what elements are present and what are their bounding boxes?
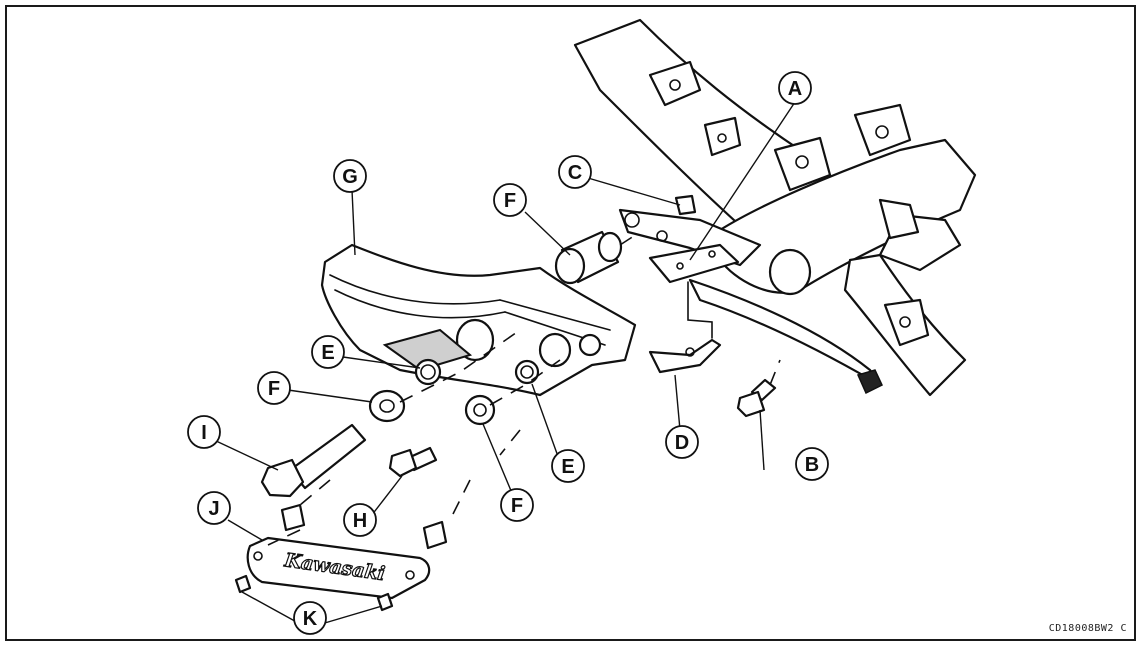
callout-b: B bbox=[795, 447, 829, 481]
callout-a: A bbox=[778, 71, 812, 105]
svg-text:F: F bbox=[268, 378, 280, 400]
svg-text:G: G bbox=[342, 166, 358, 188]
svg-text:F: F bbox=[511, 495, 523, 517]
bolt-c bbox=[674, 194, 697, 216]
svg-text:E: E bbox=[321, 342, 334, 364]
tube-end bbox=[768, 248, 812, 296]
plate-body bbox=[246, 536, 431, 600]
bolt-head bbox=[260, 458, 305, 498]
assembly-line-2 bbox=[489, 359, 561, 406]
collar-f-right bbox=[464, 394, 496, 426]
bracket-hole-1 bbox=[455, 318, 495, 362]
mount-bracket-assembly bbox=[618, 194, 762, 374]
callout-e-left: E bbox=[311, 335, 345, 369]
assembly-line-6 bbox=[769, 359, 781, 386]
bracket-hole-2 bbox=[538, 332, 572, 368]
collar-f-left bbox=[368, 389, 406, 423]
callout-j: J bbox=[197, 491, 231, 525]
frame-bracket-1 bbox=[648, 60, 702, 107]
frame-bolt bbox=[856, 369, 883, 395]
assembly-line-7 bbox=[619, 231, 641, 246]
svg-text:A: A bbox=[788, 78, 802, 100]
svg-text:D: D bbox=[675, 432, 689, 454]
figure-code: CD18008BW2 C bbox=[1048, 623, 1127, 634]
callout-c: C bbox=[558, 155, 592, 189]
bushing-1 bbox=[280, 503, 306, 532]
svg-text:E: E bbox=[561, 456, 574, 478]
o-ring-e-1 bbox=[414, 358, 442, 386]
svg-text:I: I bbox=[201, 422, 207, 444]
callout-i: I bbox=[187, 415, 221, 449]
screw-k-1 bbox=[234, 574, 252, 594]
spacer-f-top bbox=[554, 230, 623, 285]
callout-g: G bbox=[333, 159, 367, 193]
plate-a bbox=[648, 243, 740, 284]
assembly-line-5 bbox=[499, 429, 521, 456]
bracket-hole-3 bbox=[578, 333, 602, 357]
assembly-line-3 bbox=[299, 479, 331, 506]
frame-bracket-2 bbox=[703, 116, 742, 157]
callout-f-left: F bbox=[257, 371, 291, 405]
callout-k: K bbox=[293, 601, 327, 635]
svg-text:C: C bbox=[568, 162, 582, 184]
assembly-line-8 bbox=[267, 529, 301, 546]
svg-text:F: F bbox=[504, 190, 516, 212]
assembly-line-4 bbox=[449, 479, 471, 521]
callout-e-right: E bbox=[551, 449, 585, 483]
bolt-h bbox=[388, 446, 438, 478]
svg-text:J: J bbox=[208, 498, 219, 520]
frame-bracket-4 bbox=[853, 103, 912, 157]
clip-d bbox=[648, 338, 722, 374]
callout-f-right: F bbox=[500, 488, 534, 522]
footpeg-bracket-g bbox=[320, 243, 637, 397]
screw-k-2 bbox=[376, 592, 394, 612]
frame-bracket-3 bbox=[773, 136, 832, 192]
bracket-shading bbox=[382, 328, 473, 372]
kawasaki-plate-j: Kawasaki bbox=[246, 536, 431, 600]
svg-text:K: K bbox=[303, 608, 318, 630]
callout-h: H bbox=[343, 503, 377, 537]
frame-assembly bbox=[573, 18, 977, 397]
svg-text:B: B bbox=[805, 454, 819, 476]
bolt-i bbox=[260, 423, 367, 498]
callout-d: D bbox=[665, 425, 699, 459]
callout-f-top: F bbox=[493, 183, 527, 217]
frame-bracket-6 bbox=[883, 298, 930, 347]
bushing-2 bbox=[422, 520, 448, 550]
o-ring-e-2 bbox=[514, 359, 540, 385]
frame-bracket-5 bbox=[878, 198, 920, 240]
bolt-b bbox=[736, 378, 777, 418]
svg-text:H: H bbox=[353, 510, 367, 532]
